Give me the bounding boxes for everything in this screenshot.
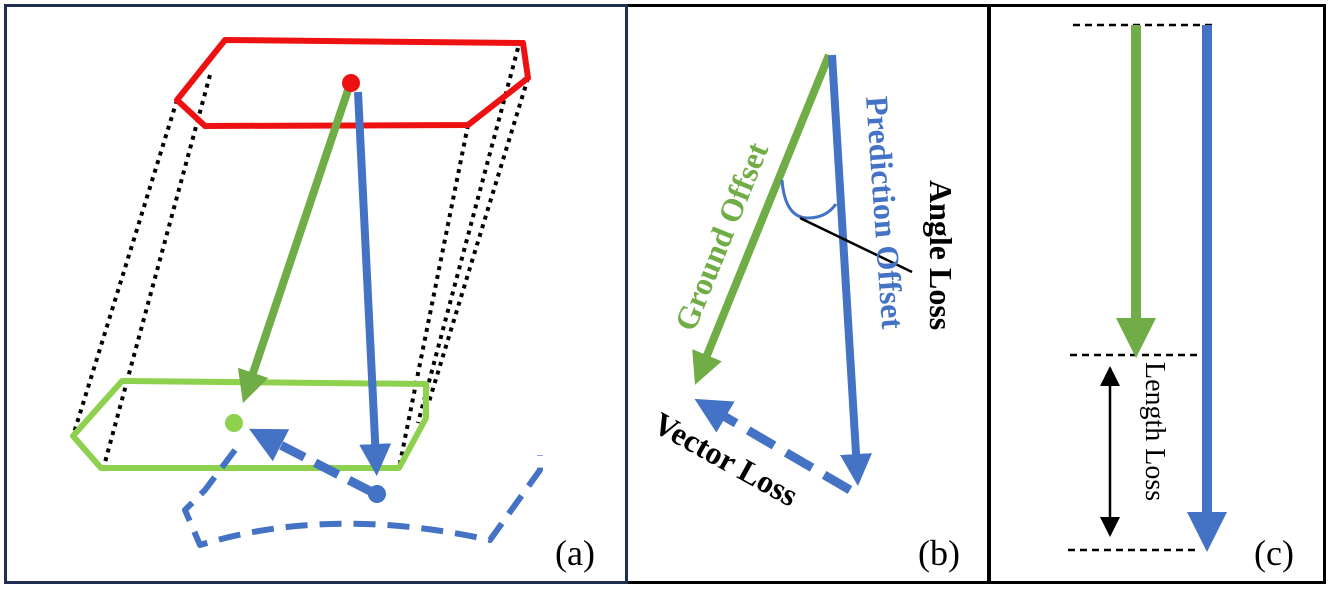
green-point — [225, 414, 243, 432]
projection-lines — [71, 47, 530, 469]
green-polygon — [70, 378, 429, 471]
panel-a-label: (a) — [555, 533, 595, 573]
panel-c-figure: Length Loss (c) — [1068, 23, 1294, 573]
prediction-offset-arrow — [828, 54, 873, 486]
panel-a-frame — [4, 4, 628, 584]
vector-loss-arrow-a — [248, 428, 375, 497]
blue-dashed-polygon — [182, 448, 543, 548]
ground-offset-arrow — [692, 53, 833, 385]
panel-b-figure: Ground Offset Prediction Offset Angle Lo… — [648, 53, 960, 573]
red-point — [342, 74, 360, 92]
projection-line — [102, 74, 212, 467]
green-offset-arrow — [237, 88, 352, 404]
panel-c-label: (c) — [1254, 533, 1294, 573]
angle-pointer-line — [799, 216, 913, 274]
prediction-offset-label: Prediction Offset — [859, 95, 911, 330]
length-loss-label: Length Loss — [1139, 362, 1170, 501]
angle-arc — [780, 179, 838, 220]
blue-point — [368, 485, 386, 503]
projection-line — [426, 77, 530, 406]
panel-b-label: (b) — [918, 533, 960, 573]
angle-loss-label: Angle Loss — [923, 180, 959, 330]
red-polygon — [174, 37, 531, 129]
projection-line — [416, 47, 520, 424]
panel-a-figure: (a) — [70, 37, 595, 573]
projection-line — [397, 124, 470, 469]
projection-line — [71, 99, 179, 437]
vector-loss-arrow — [694, 398, 853, 494]
blue-offset-arrow — [354, 91, 392, 476]
panel-c-frame — [988, 4, 1326, 584]
